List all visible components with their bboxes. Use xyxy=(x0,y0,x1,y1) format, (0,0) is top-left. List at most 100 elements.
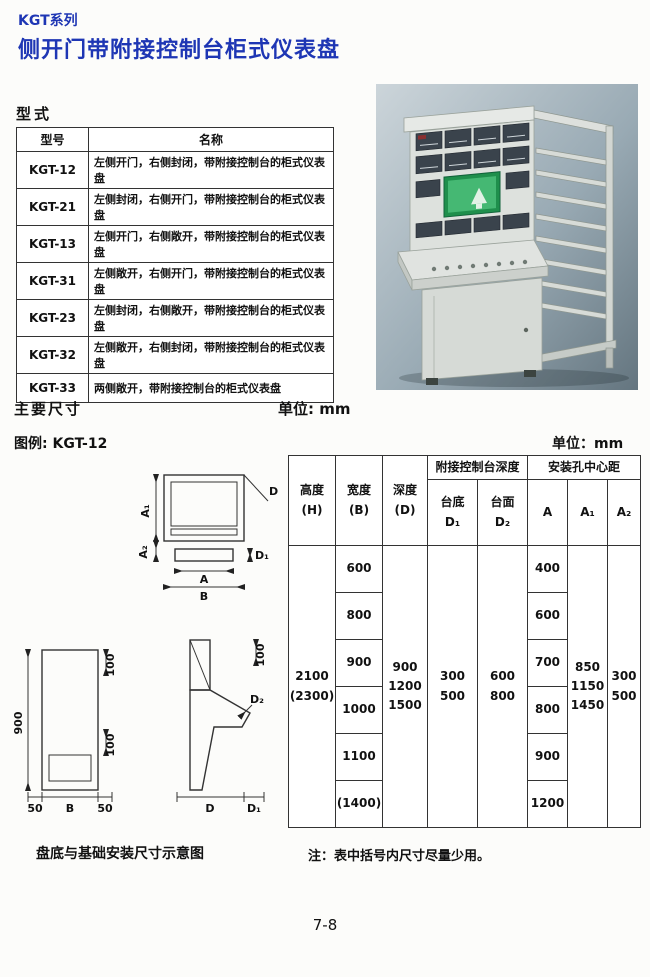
a-value: 400 xyxy=(527,545,568,593)
door-handle xyxy=(523,327,529,333)
dim-label-900: 900 xyxy=(12,711,25,734)
dim-label-a: A xyxy=(200,573,209,586)
width-header: 宽度 (B) xyxy=(335,455,383,546)
mount-centers-group-header: 安装孔中心距 xyxy=(527,455,641,480)
dim-table-row: 1100 900 xyxy=(289,733,641,781)
model-cell: KGT-31 xyxy=(16,262,89,300)
table-note: 注：表中括号内尺寸尽量少用。 xyxy=(308,849,491,864)
height-header: 高度 (H) xyxy=(288,455,336,546)
a-value: 800 xyxy=(527,686,568,734)
dim-label-b2: B xyxy=(66,802,74,815)
dim-label-d1-bottom: D₁ xyxy=(247,802,261,815)
dim-table-header-row1: 高度 (H) 宽度 (B) 深度 (D) 附接控制台深度 安装孔中心距 xyxy=(288,455,641,546)
cabinet-illustration xyxy=(376,84,638,390)
model-table-header-row: 型号 名称 xyxy=(16,127,334,152)
top-view-drawing xyxy=(153,474,269,590)
a-value: 700 xyxy=(527,639,568,687)
name-cell: 左侧敞开，右侧封闭，带附接控制台的柜式仪表盘 xyxy=(88,336,334,374)
page-number: 7-8 xyxy=(312,916,338,934)
console-top-value: 600 800 xyxy=(477,545,528,828)
dim-table-header-row2: 台底 D₁ 台面 D₂ A A₁ A₂ xyxy=(289,479,641,546)
a-value: 600 xyxy=(527,592,568,640)
a2-header: A₂ xyxy=(607,479,641,546)
series-label: KGT系列 xyxy=(18,13,78,29)
rear-frame xyxy=(531,109,617,369)
unit-label-left: 单位: mm xyxy=(278,400,351,418)
dim-label-d: D xyxy=(269,485,278,498)
model-table: 型号 名称 KGT-12 左侧开门，右侧封闭，带附接控制台的柜式仪表盘 KGT-… xyxy=(16,127,334,403)
name-cell: 左侧封闭，右侧开门，带附接控制台的柜式仪表盘 xyxy=(88,188,334,226)
a-value: 1200 xyxy=(527,780,568,828)
dim-label-d1: D₁ xyxy=(255,549,269,562)
name-col-header: 名称 xyxy=(88,127,334,152)
dim-label-50-left: 50 xyxy=(27,802,43,815)
console-bottom-header: 台底 D₁ xyxy=(427,479,478,546)
dim-table-row: 900 700 xyxy=(289,639,641,687)
red-indicator xyxy=(418,134,426,140)
model-col-header: 型号 xyxy=(16,127,89,152)
name-cell: 两侧敞开，带附接控制台的柜式仪表盘 xyxy=(88,373,334,403)
model-cell: KGT-23 xyxy=(16,299,89,337)
table-row: KGT-12 左侧开门，右侧封闭，带附接控制台的柜式仪表盘 xyxy=(16,151,334,189)
front-view-drawing xyxy=(25,649,113,802)
model-section-heading: 型式 xyxy=(16,105,53,123)
dim-label-50-right: 50 xyxy=(97,802,113,815)
table-row: KGT-23 左侧封闭，右侧敞开，带附接控制台的柜式仪表盘 xyxy=(16,299,334,337)
dim-table-row: 1000 800 xyxy=(289,686,641,734)
dim-table-row: 2100 (2300) 600 900 1200 1500 300 500 60… xyxy=(288,545,641,828)
console-top-header: 台面 D₂ xyxy=(477,479,528,546)
a1-value: 850 1150 1450 xyxy=(567,545,608,828)
width-value: 900 xyxy=(335,639,383,687)
depth-value: 900 1200 1500 xyxy=(382,545,428,828)
dimensions-table: 高度 (H) 宽度 (B) 深度 (D) 附接控制台深度 安装孔中心距 台底 D… xyxy=(288,455,641,828)
a2-value: 300 500 xyxy=(607,545,641,828)
name-cell: 左侧开门，右侧敞开，带附接控制台的柜式仪表盘 xyxy=(88,225,334,263)
width-value: 1100 xyxy=(335,733,383,781)
dim-label-a1: A₁ xyxy=(139,504,152,518)
dim-table-row: 800 600 xyxy=(289,592,641,640)
console-bottom-value: 300 500 xyxy=(427,545,478,828)
unit-label-right: 单位：mm xyxy=(552,436,624,452)
dim-label-d-bottom: D xyxy=(205,802,214,815)
console-depth-group-header: 附接控制台深度 xyxy=(427,455,528,480)
table-row: KGT-13 左侧开门，右侧敞开，带附接控制台的柜式仪表盘 xyxy=(16,225,334,263)
depth-header: 深度 (D) xyxy=(382,455,428,546)
dim-label-100-top: 100 xyxy=(104,653,117,676)
a1-header: A₁ xyxy=(567,479,608,546)
model-cell: KGT-12 xyxy=(16,151,89,189)
height-value: 2100 (2300) xyxy=(288,545,336,828)
model-cell: KGT-21 xyxy=(16,188,89,226)
table-row: KGT-21 左侧封闭，右侧开门，带附接控制台的柜式仪表盘 xyxy=(16,188,334,226)
dims-section-heading: 主要尺寸 xyxy=(14,400,83,418)
width-value: (1400) xyxy=(335,780,383,828)
product-photo xyxy=(376,84,638,390)
dim-table-row: (1400) 1200 xyxy=(289,780,641,828)
a-header: A xyxy=(527,479,568,546)
width-value: 600 xyxy=(335,545,383,593)
dim-label-a2: A₂ xyxy=(137,545,150,559)
table-row: KGT-31 左侧敞开，右侧开门，带附接控制台的柜式仪表盘 xyxy=(16,262,334,300)
table-row: KGT-33 两侧敞开，带附接控制台的柜式仪表盘 xyxy=(16,373,334,403)
dim-label-100-low: 100 xyxy=(104,733,117,756)
width-value: 1000 xyxy=(335,686,383,734)
model-cell: KGT-13 xyxy=(16,225,89,263)
dimension-diagrams: A₁ A₂ D D₁ A B 900 xyxy=(12,455,284,837)
side-view-drawing xyxy=(176,639,265,802)
table-row: KGT-32 左侧敞开，右侧封闭，带附接控制台的柜式仪表盘 xyxy=(16,336,334,374)
dim-label-d2: D₂ xyxy=(250,693,264,706)
diagram-caption: 盘底与基础安装尺寸示意图 xyxy=(36,846,204,862)
green-display xyxy=(443,171,501,218)
a-value: 900 xyxy=(527,733,568,781)
name-cell: 左侧敞开，右侧开门，带附接控制台的柜式仪表盘 xyxy=(88,262,334,300)
console-buttons xyxy=(431,259,528,272)
model-cell: KGT-33 xyxy=(16,373,89,403)
dim-label-100-side: 100 xyxy=(254,643,267,666)
name-cell: 左侧封闭，右侧敞开，带附接控制台的柜式仪表盘 xyxy=(88,299,334,337)
page-title: 侧开门带附接控制台柜式仪表盘 xyxy=(18,38,341,63)
name-cell: 左侧开门，右侧封闭，带附接控制台的柜式仪表盘 xyxy=(88,151,334,189)
model-cell: KGT-32 xyxy=(16,336,89,374)
legend-label: 图例: KGT-12 xyxy=(14,436,108,452)
instrument-panel xyxy=(415,122,530,239)
lower-cabinet xyxy=(421,277,543,385)
